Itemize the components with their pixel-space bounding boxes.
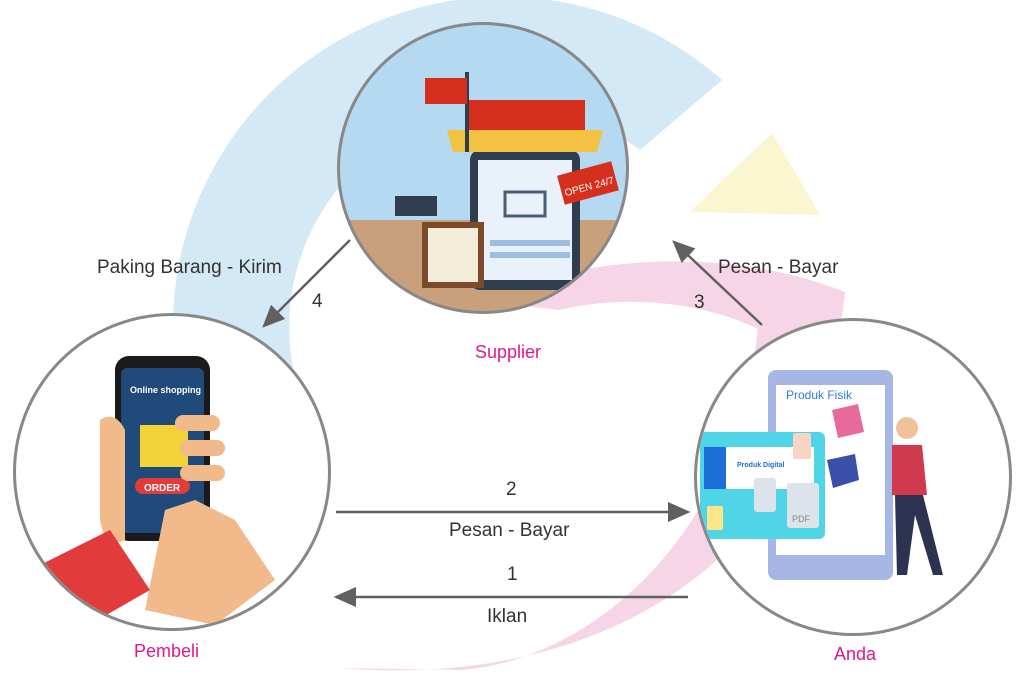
flow-2-step: 2 <box>506 479 517 500</box>
arrow-3 <box>672 240 763 326</box>
flow-1-step: 1 <box>507 564 518 585</box>
buyer-illustration: Online shopping ORDER <box>13 313 331 631</box>
svg-text:Online shopping: Online shopping <box>130 385 201 395</box>
svg-text:Produk Fisik: Produk Fisik <box>786 388 853 402</box>
svg-text:ORDER: ORDER <box>144 483 181 494</box>
arrow-4 <box>262 239 351 328</box>
you-illustration: Produk Fisik Produk Digital PDF <box>694 318 1012 636</box>
flow-2-label: Pesan - Bayar <box>449 520 570 541</box>
flow-4-step: 4 <box>312 291 323 312</box>
yellow-triangle <box>690 133 820 215</box>
node-label-you: Anda <box>834 644 877 664</box>
flow-4-label: Paking Barang - Kirim <box>97 257 282 278</box>
node-label-supplier: Supplier <box>475 342 542 362</box>
flow-3-label: Pesan - Bayar <box>718 257 839 278</box>
flow-3-step: 3 <box>694 292 705 313</box>
svg-text:PDF: PDF <box>792 514 811 524</box>
flow-1-label: Iklan <box>487 606 528 627</box>
node-label-buyer: Pembeli <box>134 641 200 661</box>
svg-text:Produk Digital: Produk Digital <box>737 462 785 469</box>
